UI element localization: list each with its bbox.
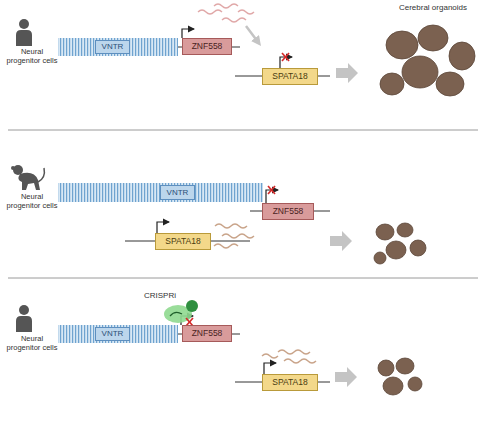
vntr-band	[58, 38, 178, 56]
large-organoids	[380, 25, 475, 96]
gene-name: ZNF558	[192, 42, 223, 51]
grey-arrow	[336, 63, 358, 83]
vntr-box: VNTR	[95, 40, 130, 54]
divider	[8, 130, 478, 131]
small-organoids	[378, 358, 422, 395]
divider	[8, 278, 478, 279]
gene-name: SPATA18	[272, 378, 307, 387]
rna-transcripts	[262, 350, 316, 363]
vntr-band	[58, 183, 263, 202]
crispri-complex	[164, 300, 198, 323]
vntr-box: VNTR	[160, 185, 195, 200]
translation-arrow	[246, 26, 258, 42]
promoter-arrow	[266, 190, 278, 203]
vntr-box: VNTR	[95, 327, 130, 341]
grey-arrow	[330, 231, 352, 251]
promoter-arrow	[264, 363, 276, 374]
gene-name: VNTR	[167, 189, 189, 197]
monkey-icon	[11, 165, 44, 190]
rna-transcripts	[214, 224, 254, 248]
grey-arrow	[335, 367, 357, 387]
gene-box: SPATA18	[155, 233, 211, 250]
gene-box: ZNF558	[182, 325, 232, 342]
gene-box: ZNF558	[262, 203, 314, 220]
cell-type-label: Neural progenitor cells	[4, 193, 60, 210]
gene-name: VNTR	[102, 43, 124, 51]
promoter-arrow	[182, 29, 194, 38]
gene-name: ZNF558	[273, 207, 304, 216]
crispri-label: CRISPRi	[140, 291, 180, 300]
repression-x	[268, 186, 275, 194]
repression-x	[282, 53, 289, 61]
organoid-label: Cerebral organoids	[392, 3, 474, 12]
vntr-band	[58, 325, 178, 343]
gene-name: VNTR	[102, 330, 124, 338]
gene-name: ZNF558	[192, 329, 223, 338]
rna-transcripts	[198, 4, 254, 22]
human-icon	[16, 305, 32, 332]
small-organoids	[374, 223, 426, 264]
human-icon	[16, 19, 32, 46]
gene-box: ZNF558	[182, 38, 232, 55]
cell-type-label: Neural progenitor cells	[4, 335, 60, 352]
cell-type-label: Neural progenitor cells	[4, 48, 60, 65]
gene-name: SPATA18	[272, 72, 307, 81]
gene-box: SPATA18	[262, 374, 318, 391]
gene-name: SPATA18	[165, 237, 200, 246]
promoter-arrow	[157, 222, 169, 233]
gene-box: SPATA18	[262, 68, 318, 85]
